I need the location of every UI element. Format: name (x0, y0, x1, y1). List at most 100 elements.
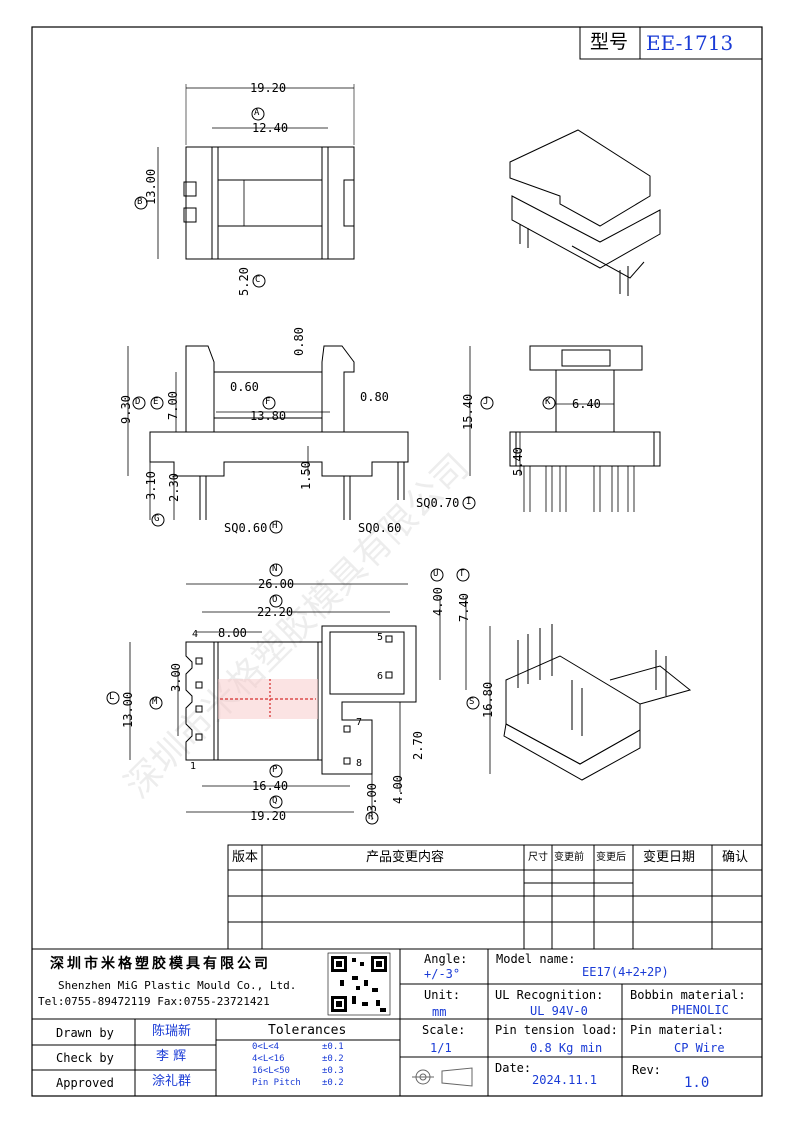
ref-h: H (272, 521, 278, 531)
ref-f: F (265, 397, 271, 407)
pin-material-label: Pin material: (630, 1023, 724, 1037)
dim-side-top-gap: 0.80 (292, 327, 306, 356)
ref-p: P (272, 765, 278, 775)
dim-side-pin-len: 2.30 (167, 473, 181, 502)
dim-bottom-right-h2: 7.40 (457, 593, 471, 622)
company-name-cn: 深圳市米格塑胶模具有限公司 (50, 956, 271, 972)
dim-bottom-right-b1: 3.00 (365, 783, 379, 812)
model-name-label: Model name: (496, 952, 576, 966)
dim-bottom-pin-offset: 8.00 (218, 626, 247, 640)
ul-value: UL 94V-0 (530, 1004, 588, 1018)
pin-1-label: 1 (190, 761, 197, 772)
pin-8-label: 8 (356, 758, 363, 769)
ref-i: I (466, 497, 472, 507)
dim-bottom-pitch: 3.00 (169, 663, 183, 692)
pin-5-label: 5 (377, 632, 384, 643)
tol-range-3: 16<L<50 (252, 1066, 290, 1076)
rev-header-date: 变更日期 (643, 850, 696, 865)
angle-label: Angle: (424, 952, 468, 966)
dim-bottom-height: 13.00 (121, 691, 135, 728)
tol-value-1: ±0.1 (322, 1042, 344, 1052)
angle-value: +/-3° (424, 967, 461, 981)
tol-value-4: ±0.2 (322, 1078, 344, 1088)
rev-header-before: 变更前 (554, 852, 584, 863)
rev-label: Rev: (632, 1063, 661, 1077)
rev-header-confirm: 确认 (722, 850, 749, 865)
dim-front-base: 5.40 (511, 447, 525, 476)
model-name-value: EE17(4+2+2P) (582, 965, 669, 979)
ref-o: O (272, 595, 278, 605)
rev-header-after: 变更后 (596, 852, 626, 863)
ref-b: B (137, 197, 143, 207)
dim-side-inner-len: 13.80 (250, 409, 287, 423)
ref-m: M (152, 697, 158, 707)
dim-bottom-flange: 16.40 (252, 779, 289, 793)
ref-q: Q (272, 796, 278, 806)
ul-label: UL Recognition: (495, 988, 604, 1002)
bobbin-value: PHENOLIC (671, 1003, 729, 1017)
top-view (134, 84, 355, 288)
ref-k: K (545, 397, 551, 407)
ref-e: E (153, 397, 159, 407)
dim-top-height: 13.00 (144, 168, 158, 205)
ref-s: S (469, 697, 475, 707)
isometric-view-top (509, 129, 661, 296)
dim-side-sq-mid: SQ0.60 (358, 521, 402, 535)
dim-side-sq-left: SQ0.60 (224, 521, 268, 535)
dim-side-wall-left: 0.60 (230, 380, 259, 394)
model-header-value: EE-1713 (646, 31, 734, 55)
dim-bottom-length: 26.00 (258, 577, 295, 591)
ref-l: L (109, 692, 115, 702)
dim-side-height-total: 9.30 (119, 395, 133, 424)
check-by-label: Check by (56, 1051, 114, 1065)
unit-value: mm (432, 1005, 447, 1019)
tol-range-1: 0<L<4 (252, 1042, 280, 1052)
dim-bottom-overall: 19.20 (250, 809, 287, 823)
pin-7-label: 7 (356, 717, 363, 728)
ref-r: R (368, 812, 374, 822)
check-by-value: 李 辉 (156, 1049, 187, 1064)
company-tel-fax: Tel:0755-89472119 Fax:0755-23721421 (38, 995, 270, 1008)
unit-label: Unit: (424, 988, 461, 1002)
rev-value: 1.0 (684, 1075, 710, 1091)
tol-value-2: ±0.2 (322, 1054, 344, 1064)
ref-g: G (154, 514, 160, 524)
rev-header-content: 产品变更内容 (366, 850, 445, 865)
dim-bottom-right-gap: 2.70 (411, 731, 425, 760)
pin-material-value: CP Wire (674, 1041, 725, 1055)
title-block (31, 948, 763, 1097)
dim-front-height: 15.40 (461, 393, 475, 430)
bottom-view (106, 563, 491, 825)
dim-side-base-h: 3.10 (144, 471, 158, 500)
ref-t: T (459, 569, 465, 579)
dim-top-center: 5.20 (237, 267, 251, 296)
dim-front-slot: 6.40 (572, 397, 601, 411)
dim-side-wall-right: 0.80 (360, 390, 389, 404)
bobbin-label: Bobbin material: (630, 988, 746, 1002)
tol-range-2: 4<L<16 (252, 1054, 285, 1064)
pin-4-label: 4 (192, 629, 199, 640)
tension-label: Pin tension load: (495, 1023, 618, 1037)
scale-value: 1/1 (430, 1041, 452, 1055)
ref-d: D (135, 397, 141, 407)
side-view (127, 345, 476, 534)
dim-bottom-right-total: 16.80 (481, 681, 495, 718)
qr-code (331, 956, 387, 1012)
pin-6-label: 6 (377, 671, 384, 682)
tolerances-title: Tolerances (268, 1023, 347, 1038)
drawing-border (31, 26, 763, 1097)
model-header-box (579, 26, 763, 60)
dim-bottom-right-h1: 4.00 (431, 587, 445, 616)
ref-u: U (433, 569, 439, 579)
rev-header-size: 尺寸 (528, 852, 548, 863)
dim-side-height-body: 7.00 (166, 391, 180, 420)
tol-value-3: ±0.3 (322, 1066, 344, 1076)
dim-top-width-total: 19.20 (250, 81, 287, 95)
ref-a: A (254, 108, 260, 118)
dim-bottom-right-b2: 4.00 (391, 775, 405, 804)
dim-side-pin-step: 1.50 (299, 461, 313, 490)
approved-label: Approved (56, 1076, 114, 1090)
front-view (469, 345, 661, 512)
model-header-label: 型号 (590, 31, 629, 53)
